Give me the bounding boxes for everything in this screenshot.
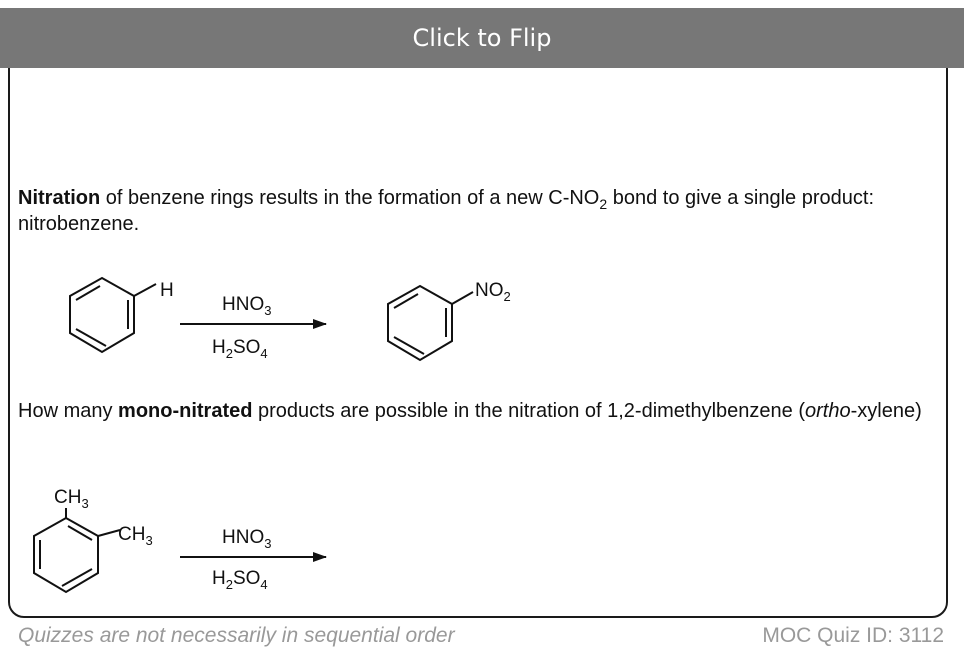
nitrobenzene-structure xyxy=(387,284,474,362)
question-text-c: -xylene) xyxy=(850,400,922,422)
question-bold-term: mono-nitrated xyxy=(118,400,253,422)
nitro-group-label: NO2 xyxy=(475,280,511,304)
intro-text-a: of benzene rings results in the formatio… xyxy=(100,187,600,209)
benzene-structure xyxy=(69,276,157,354)
question-text-b: products are possible in the nitration o… xyxy=(252,400,806,422)
sequential-order-note: Quizzes are not necessarily in sequentia… xyxy=(18,624,455,647)
quiz-id-label: MOC Quiz ID: 3112 xyxy=(762,624,944,647)
reaction2-reagent-bottom: H2SO4 xyxy=(212,568,268,592)
methyl-top-label: CH3 xyxy=(54,487,89,511)
intro-subscript: 2 xyxy=(599,195,608,212)
question-text-a: How many xyxy=(18,400,119,422)
reaction1-reagent-top: HNO3 xyxy=(222,294,271,318)
flashcard xyxy=(8,16,948,618)
reaction2-reagent-top: HNO3 xyxy=(222,527,271,551)
benzene-h-label: H xyxy=(160,280,174,301)
methyl-right-label: CH3 xyxy=(118,524,153,548)
intro-bold-term: Nitration xyxy=(18,187,101,209)
flip-button-label: Click to Flip xyxy=(412,24,552,52)
ortho-xylene-structure xyxy=(33,508,121,594)
question-paragraph: How many mono-nitrated products are poss… xyxy=(18,398,948,424)
intro-text-b: bond to give a single product: nitrobenz… xyxy=(18,187,875,235)
question-italic-term: ortho xyxy=(805,400,851,422)
click-to-flip-button[interactable]: Click to Flip xyxy=(0,8,964,68)
intro-paragraph: Nitration of benzene rings results in th… xyxy=(18,185,948,237)
reaction1-reagent-bottom: H2SO4 xyxy=(212,337,268,361)
